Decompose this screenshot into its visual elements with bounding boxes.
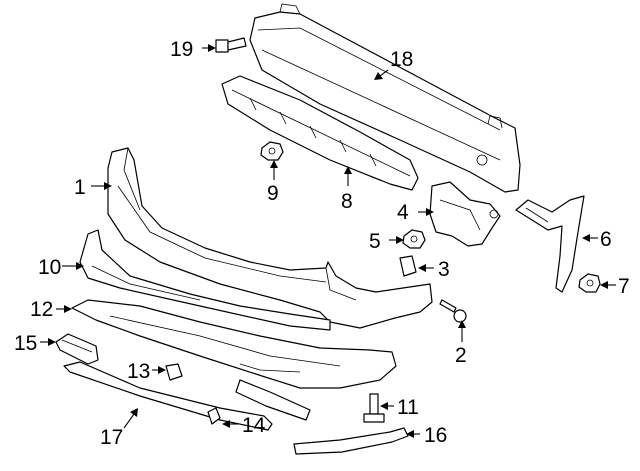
part-14-clip xyxy=(207,407,221,425)
part-17-trim-strip xyxy=(63,361,273,431)
callout-labels: 1 2 4 5 3 6 7 8 9 10 11 12 13 14 15 16 1… xyxy=(14,38,630,449)
callout-17: 17 xyxy=(100,426,123,449)
skid-plate-lower-tab xyxy=(235,379,311,421)
callout-14: 14 xyxy=(242,414,266,437)
part-3-clip xyxy=(399,255,417,277)
part-9-nut xyxy=(260,141,284,161)
callout-4: 4 xyxy=(397,201,409,224)
callout-8: 8 xyxy=(341,190,353,213)
callout-19: 19 xyxy=(170,38,193,61)
part-4-bracket xyxy=(429,181,501,247)
callout-16: 16 xyxy=(424,424,447,447)
part-16-side-trim xyxy=(293,427,409,455)
callout-18: 18 xyxy=(390,48,413,71)
part-11-bolt xyxy=(363,393,385,423)
part-1-bumper-cover xyxy=(107,147,433,329)
callout-11: 11 xyxy=(397,396,419,419)
part-12-skid-plate xyxy=(71,299,397,389)
part-15-reflector xyxy=(55,333,99,365)
callout-9: 9 xyxy=(267,182,279,205)
callout-3: 3 xyxy=(438,258,450,281)
part-18-reinforcement-beam xyxy=(249,3,521,193)
callout-10: 10 xyxy=(38,256,61,279)
callout-5: 5 xyxy=(369,230,381,253)
part-5-nut xyxy=(402,229,426,249)
part-7-nut xyxy=(578,273,601,293)
part-13-clip xyxy=(165,363,183,381)
part-6-side-bracket xyxy=(515,195,585,293)
leader-lines xyxy=(40,44,616,438)
callout-2: 2 xyxy=(455,344,467,367)
callout-7: 7 xyxy=(618,275,630,298)
callout-1: 1 xyxy=(74,176,86,199)
part-8-energy-absorber xyxy=(221,75,419,191)
callout-6: 6 xyxy=(600,228,612,251)
callout-15: 15 xyxy=(14,332,37,355)
callout-12: 12 xyxy=(30,298,53,321)
callout-13: 13 xyxy=(127,360,150,383)
part-19-bolt xyxy=(215,37,247,53)
part-10-lower-valance xyxy=(79,229,331,331)
part-2-bolt xyxy=(439,299,467,323)
